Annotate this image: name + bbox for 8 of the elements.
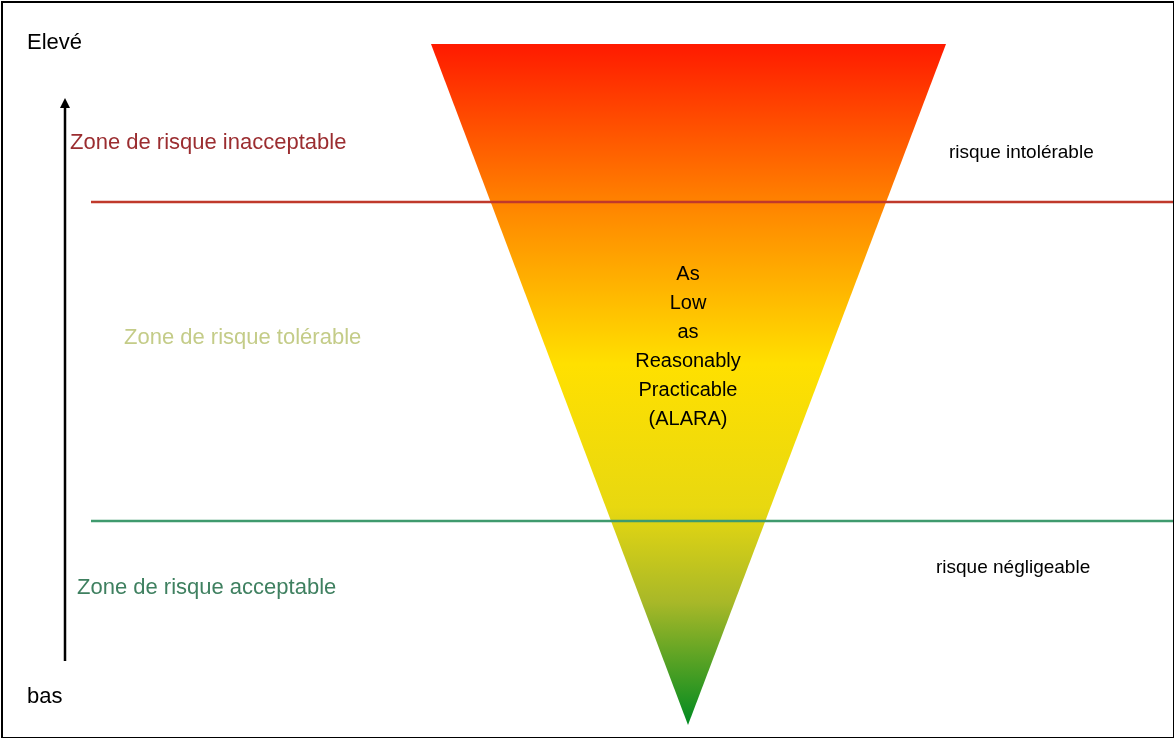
zone-label: Zone de risque inacceptable — [70, 129, 347, 155]
risk-label: risque intolérable — [949, 141, 1094, 163]
axis-label: Elevé — [27, 29, 83, 55]
axis-label: bas — [27, 683, 63, 709]
zone-label: Zone de risque tolérable — [124, 324, 362, 350]
zone-label: Zone de risque acceptable — [77, 574, 337, 600]
alara-text: As Low as Reasonably Practicable (ALARA) — [634, 261, 742, 431]
risk-label: risque négligeable — [936, 556, 1091, 578]
